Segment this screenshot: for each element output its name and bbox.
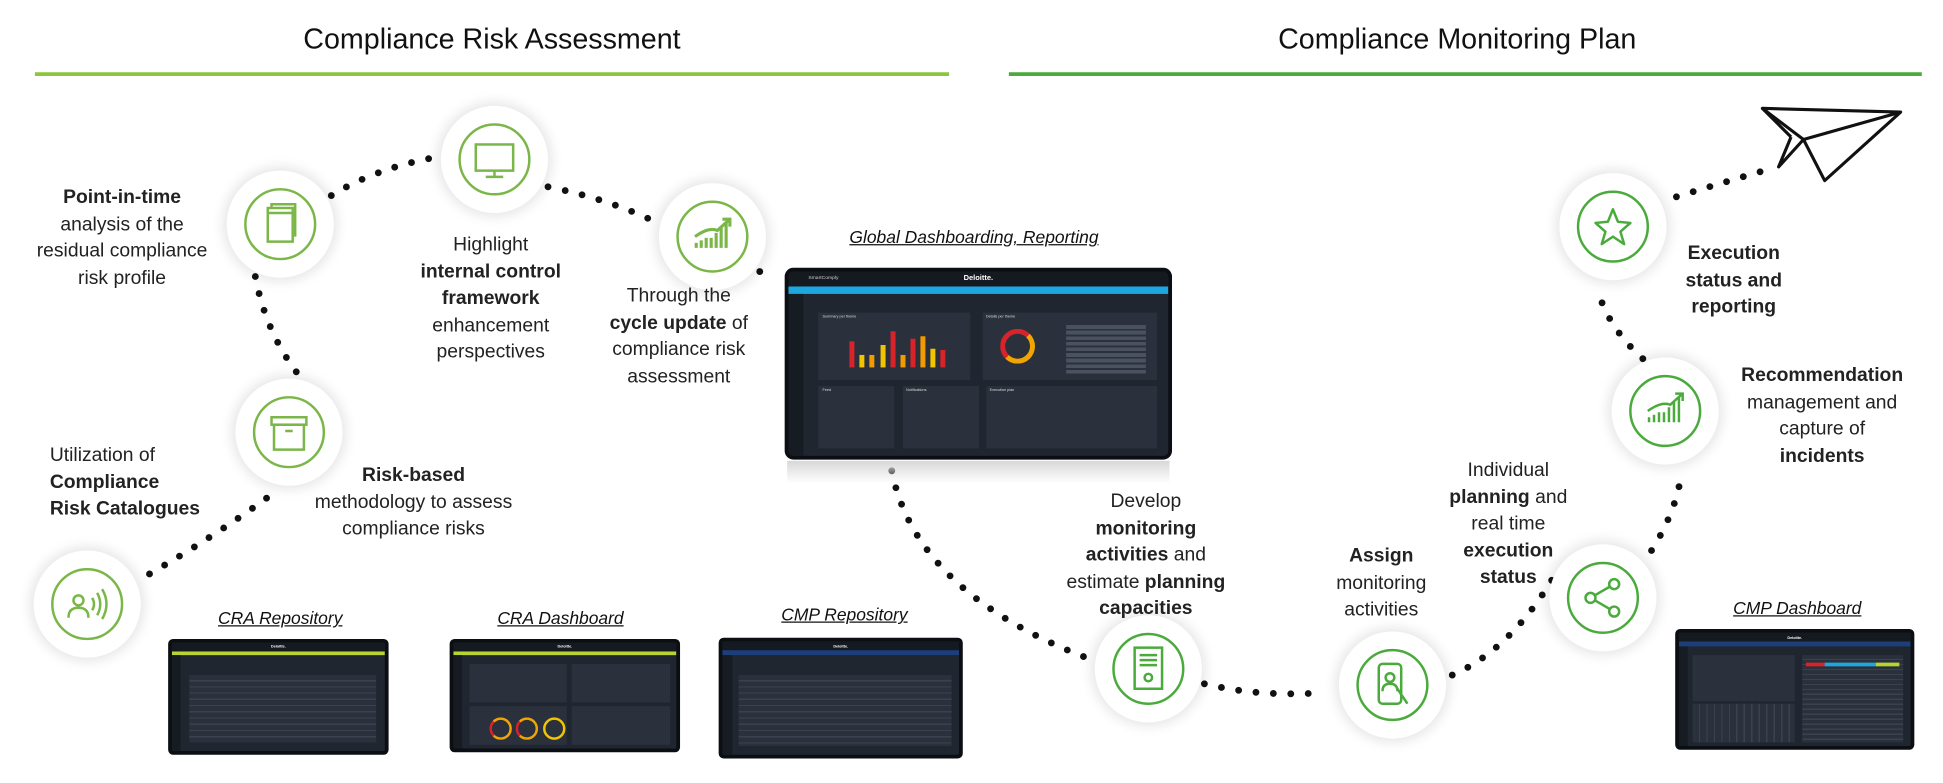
archive-box-icon — [252, 396, 326, 469]
global-dashboard-screenshot: SmartComply Deloitte. Summary per theme D… — [784, 267, 1173, 460]
cra-repository-screenshot: Deloitte. — [168, 638, 389, 755]
section-divider-cra — [34, 72, 950, 76]
panel-title: Notifications — [906, 387, 927, 393]
caption-cra-dashboard: CRA Dashboard — [497, 607, 624, 628]
document-icon — [1112, 632, 1185, 705]
section-title-cra: Compliance Risk Assessment — [303, 22, 681, 55]
caption-cra-repository: CRA Repository — [218, 607, 343, 628]
monitor-icon — [458, 123, 531, 196]
brand-logo: Deloitte. — [963, 275, 994, 283]
brand-logo: Deloitte. — [1787, 634, 1803, 640]
panel-title: Details per theme — [985, 313, 1016, 319]
share-icon — [1566, 561, 1640, 634]
cmp-repository-screenshot: Deloitte. — [718, 637, 963, 759]
caption-global-dashboard: Global Dashboarding, Reporting — [849, 226, 1099, 247]
section-divider-cmp — [1008, 72, 1922, 76]
panel-title: Execution plan — [989, 387, 1015, 393]
cra-dashboard-screenshot: Deloitte. — [449, 638, 681, 753]
phone-user-icon — [1356, 648, 1429, 722]
person-signal-icon — [51, 567, 124, 641]
step-circle-execution — [1559, 173, 1667, 281]
star-icon — [1576, 190, 1650, 263]
panel-title: Feed — [822, 387, 832, 393]
panel-title: Summary per theme — [822, 313, 857, 319]
step-circle-assign — [1338, 631, 1447, 739]
step-circle-point-in-time — [226, 170, 334, 278]
step-circle-cycle-update — [658, 183, 766, 291]
caption-cmp-repository: CMP Repository — [781, 604, 908, 624]
chart-growth-icon — [1629, 374, 1702, 448]
section-title-cmp: Compliance Monitoring Plan — [1278, 22, 1637, 55]
cmp-dashboard-screenshot: Deloitte. — [1675, 628, 1915, 750]
paper-plane-icon — [1760, 106, 1903, 183]
brand-logo: Deloitte. — [557, 644, 573, 650]
step-circle-catalogues — [33, 550, 141, 658]
dashboard-reflection — [787, 460, 1170, 484]
app-name: SmartComply — [808, 274, 839, 281]
step-circle-recommendation — [1611, 357, 1719, 465]
chart-growth-icon — [676, 200, 749, 273]
brand-logo: Deloitte. — [833, 643, 849, 649]
step-circle-develop — [1094, 615, 1202, 723]
book-icon — [244, 188, 317, 261]
step-circle-internal-control — [440, 105, 549, 213]
step-circle-individual — [1549, 544, 1657, 652]
brand-logo: Deloitte. — [270, 644, 286, 650]
step-circle-risk-based — [235, 378, 343, 486]
caption-cmp-dashboard: CMP Dashboard — [1733, 597, 1862, 618]
